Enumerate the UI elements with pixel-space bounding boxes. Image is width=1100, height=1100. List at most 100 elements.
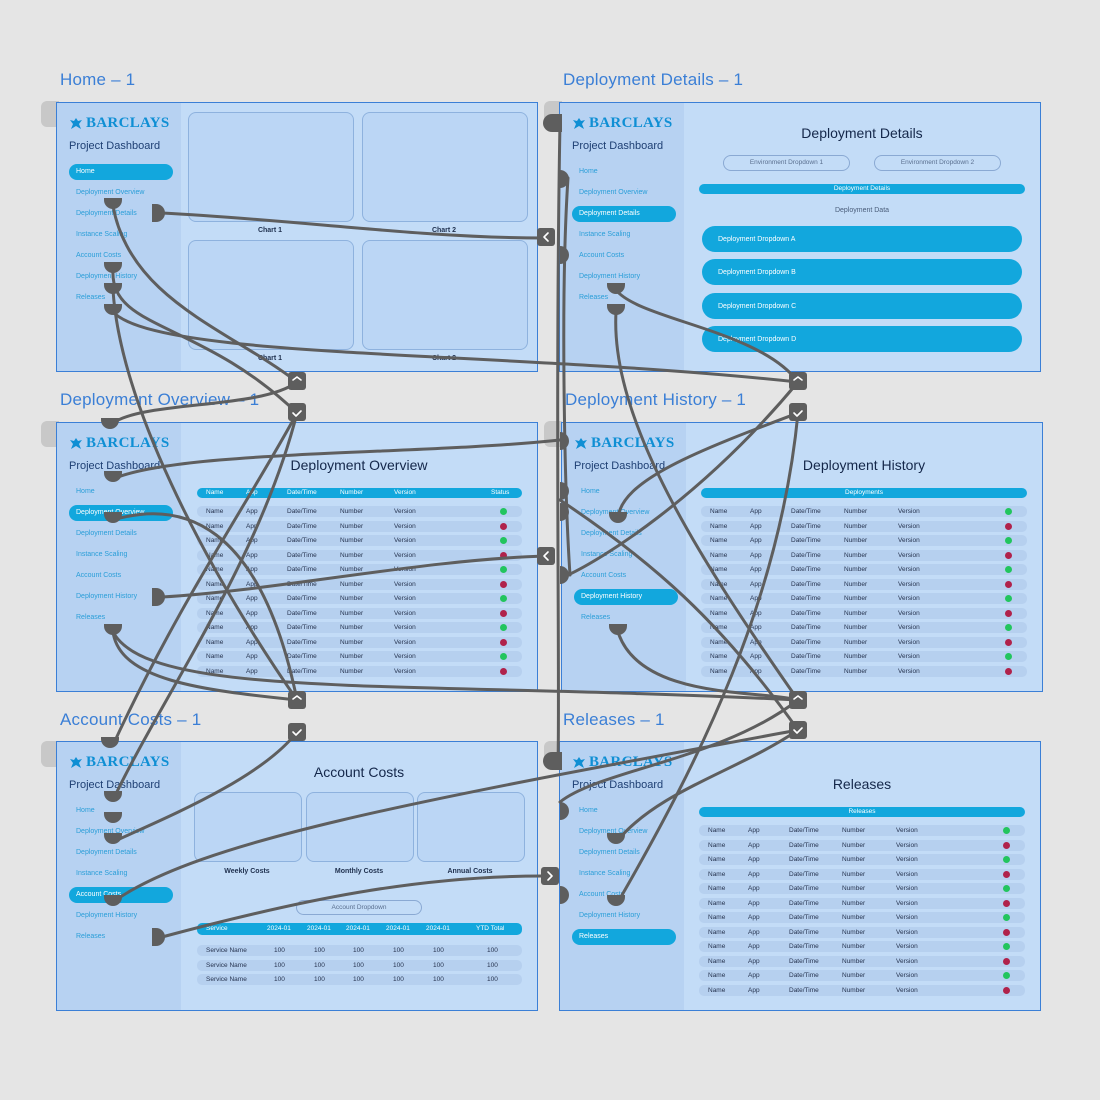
cell: App (748, 986, 760, 994)
nav-item-deployment-details[interactable]: Deployment Details (572, 206, 676, 222)
account-dropdown[interactable]: Account Dropdown (296, 900, 422, 915)
cell: Number (844, 508, 868, 515)
nav-item-home[interactable]: Home (579, 168, 598, 175)
cell: Version (898, 624, 920, 631)
nav-item-home[interactable]: Home (76, 488, 95, 495)
nav-item-deployment-history[interactable]: Deployment History (76, 593, 138, 600)
nav-item-releases[interactable]: Releases (76, 294, 106, 301)
cell: Name (710, 638, 728, 646)
nav-item-instance-scaling[interactable]: Instance Scaling (581, 551, 633, 558)
cell: App (246, 537, 258, 544)
cell: App (748, 928, 760, 936)
nav-item-home[interactable]: Home (76, 807, 95, 814)
nav-item-deployment-overview[interactable]: Deployment Overview (581, 509, 650, 516)
cell: App (748, 957, 760, 965)
nav-item-instance-scaling[interactable]: Instance Scaling (76, 551, 128, 558)
nav-item-releases[interactable]: Releases (579, 294, 609, 301)
nav-item-deployment-history[interactable]: Deployment History (579, 273, 641, 280)
nav-item-releases[interactable]: Releases (76, 614, 106, 621)
cell: Name (710, 609, 728, 617)
chart-card (188, 112, 354, 222)
cell: Name (710, 653, 728, 660)
nav-item-instance-scaling[interactable]: Instance Scaling (579, 231, 631, 238)
status-ok-dot (1003, 972, 1010, 979)
deployment-dropdown-d[interactable]: Deployment Dropdown D (702, 326, 1022, 352)
nav-item-deployment-details[interactable]: Deployment Details (76, 210, 137, 217)
cell: App (748, 841, 760, 849)
nav-item-account-costs[interactable]: Account Costs (76, 572, 122, 579)
cell: Version (898, 566, 920, 573)
status-ok-dot (1005, 624, 1012, 631)
cell: Date/Time (789, 841, 819, 849)
nav-item-deployment-history[interactable]: Deployment History (76, 273, 138, 280)
nav-item-account-costs[interactable]: Account Costs (579, 891, 625, 898)
nav-item-releases[interactable]: Releases (581, 614, 611, 621)
nav-item-account-costs[interactable]: Account Costs (76, 252, 122, 259)
frame-label-home: Home – 1 (60, 70, 136, 89)
nav-item-home[interactable]: Home (581, 488, 600, 495)
nav-item-deployment-history[interactable]: Deployment History (76, 912, 138, 919)
frame-label-history: Deployment History – 1 (565, 390, 747, 409)
cell: Date/Time (791, 580, 821, 588)
nav-item-releases[interactable]: Releases (572, 929, 676, 945)
nav-item-deployment-overview[interactable]: Deployment Overview (76, 189, 145, 196)
nav-item-releases[interactable]: Releases (76, 933, 106, 940)
nav-item-deployment-overview[interactable]: Deployment Overview (76, 828, 145, 835)
cell: Version (896, 885, 918, 892)
cell: Number (844, 624, 868, 631)
cell: Name (708, 957, 726, 965)
section-bar: Releases (699, 807, 1025, 817)
page-title: Releases (832, 776, 892, 792)
cell: Date/Time (287, 667, 317, 675)
nav-item-deployment-overview[interactable]: Deployment Overview (69, 505, 173, 521)
nav-item-instance-scaling[interactable]: Instance Scaling (76, 231, 128, 238)
nav-item-account-costs[interactable]: Account Costs (581, 572, 627, 579)
cell: Name (708, 841, 726, 849)
nav-item-deployment-details[interactable]: Deployment Details (76, 530, 137, 537)
cell: Number (844, 609, 868, 617)
eagle-icon (573, 117, 585, 129)
deployment-dropdown-a[interactable]: Deployment Dropdown A (702, 226, 1022, 252)
cell: Date/Time (791, 624, 821, 631)
deployment-dropdown-c[interactable]: Deployment Dropdown C (702, 293, 1022, 319)
nav-item-home[interactable]: Home (69, 164, 173, 180)
nav-item-instance-scaling[interactable]: Instance Scaling (579, 870, 631, 877)
nav-item-deployment-overview[interactable]: Deployment Overview (579, 828, 648, 835)
nav-menu: Home Deployment Overview Deployment Deta… (572, 803, 676, 950)
cell: Version (394, 522, 416, 530)
nav-item-deployment-history[interactable]: Deployment History (574, 589, 678, 605)
environment-dropdown-2[interactable]: Environment Dropdown 2 (874, 155, 1001, 171)
nav-item-deployment-overview[interactable]: Deployment Overview (579, 189, 648, 196)
cell: App (750, 638, 762, 646)
status-fail-dot (500, 522, 507, 530)
cell: Date/Time (791, 653, 821, 660)
nav-item-deployment-details[interactable]: Deployment Details (579, 849, 640, 856)
chart-caption: Chart 2 (431, 355, 457, 362)
cell: Version (394, 580, 416, 588)
nav-item-deployment-details[interactable]: Deployment Details (76, 849, 137, 856)
cell: App (246, 667, 258, 675)
cell: Name (206, 508, 224, 515)
nav-item-account-costs[interactable]: Account Costs (69, 887, 173, 903)
nav-item-instance-scaling[interactable]: Instance Scaling (76, 870, 128, 877)
cell: Name (708, 914, 726, 921)
nav-item-home[interactable]: Home (579, 807, 598, 814)
deployment-dropdown-b[interactable]: Deployment Dropdown B (702, 259, 1022, 285)
cell: Version (394, 537, 416, 544)
environment-dropdown-1[interactable]: Environment Dropdown 1 (723, 155, 850, 171)
cell: Date/Time (791, 551, 821, 559)
nav-item-account-costs[interactable]: Account Costs (579, 252, 625, 259)
cell: Name (710, 508, 728, 515)
nav-item-deployment-history[interactable]: Deployment History (579, 912, 641, 919)
cell: Number (844, 638, 868, 646)
nav-item-deployment-details[interactable]: Deployment Details (581, 530, 642, 537)
cell: Version (896, 827, 918, 834)
section-subtitle: Deployment Data (834, 207, 890, 214)
